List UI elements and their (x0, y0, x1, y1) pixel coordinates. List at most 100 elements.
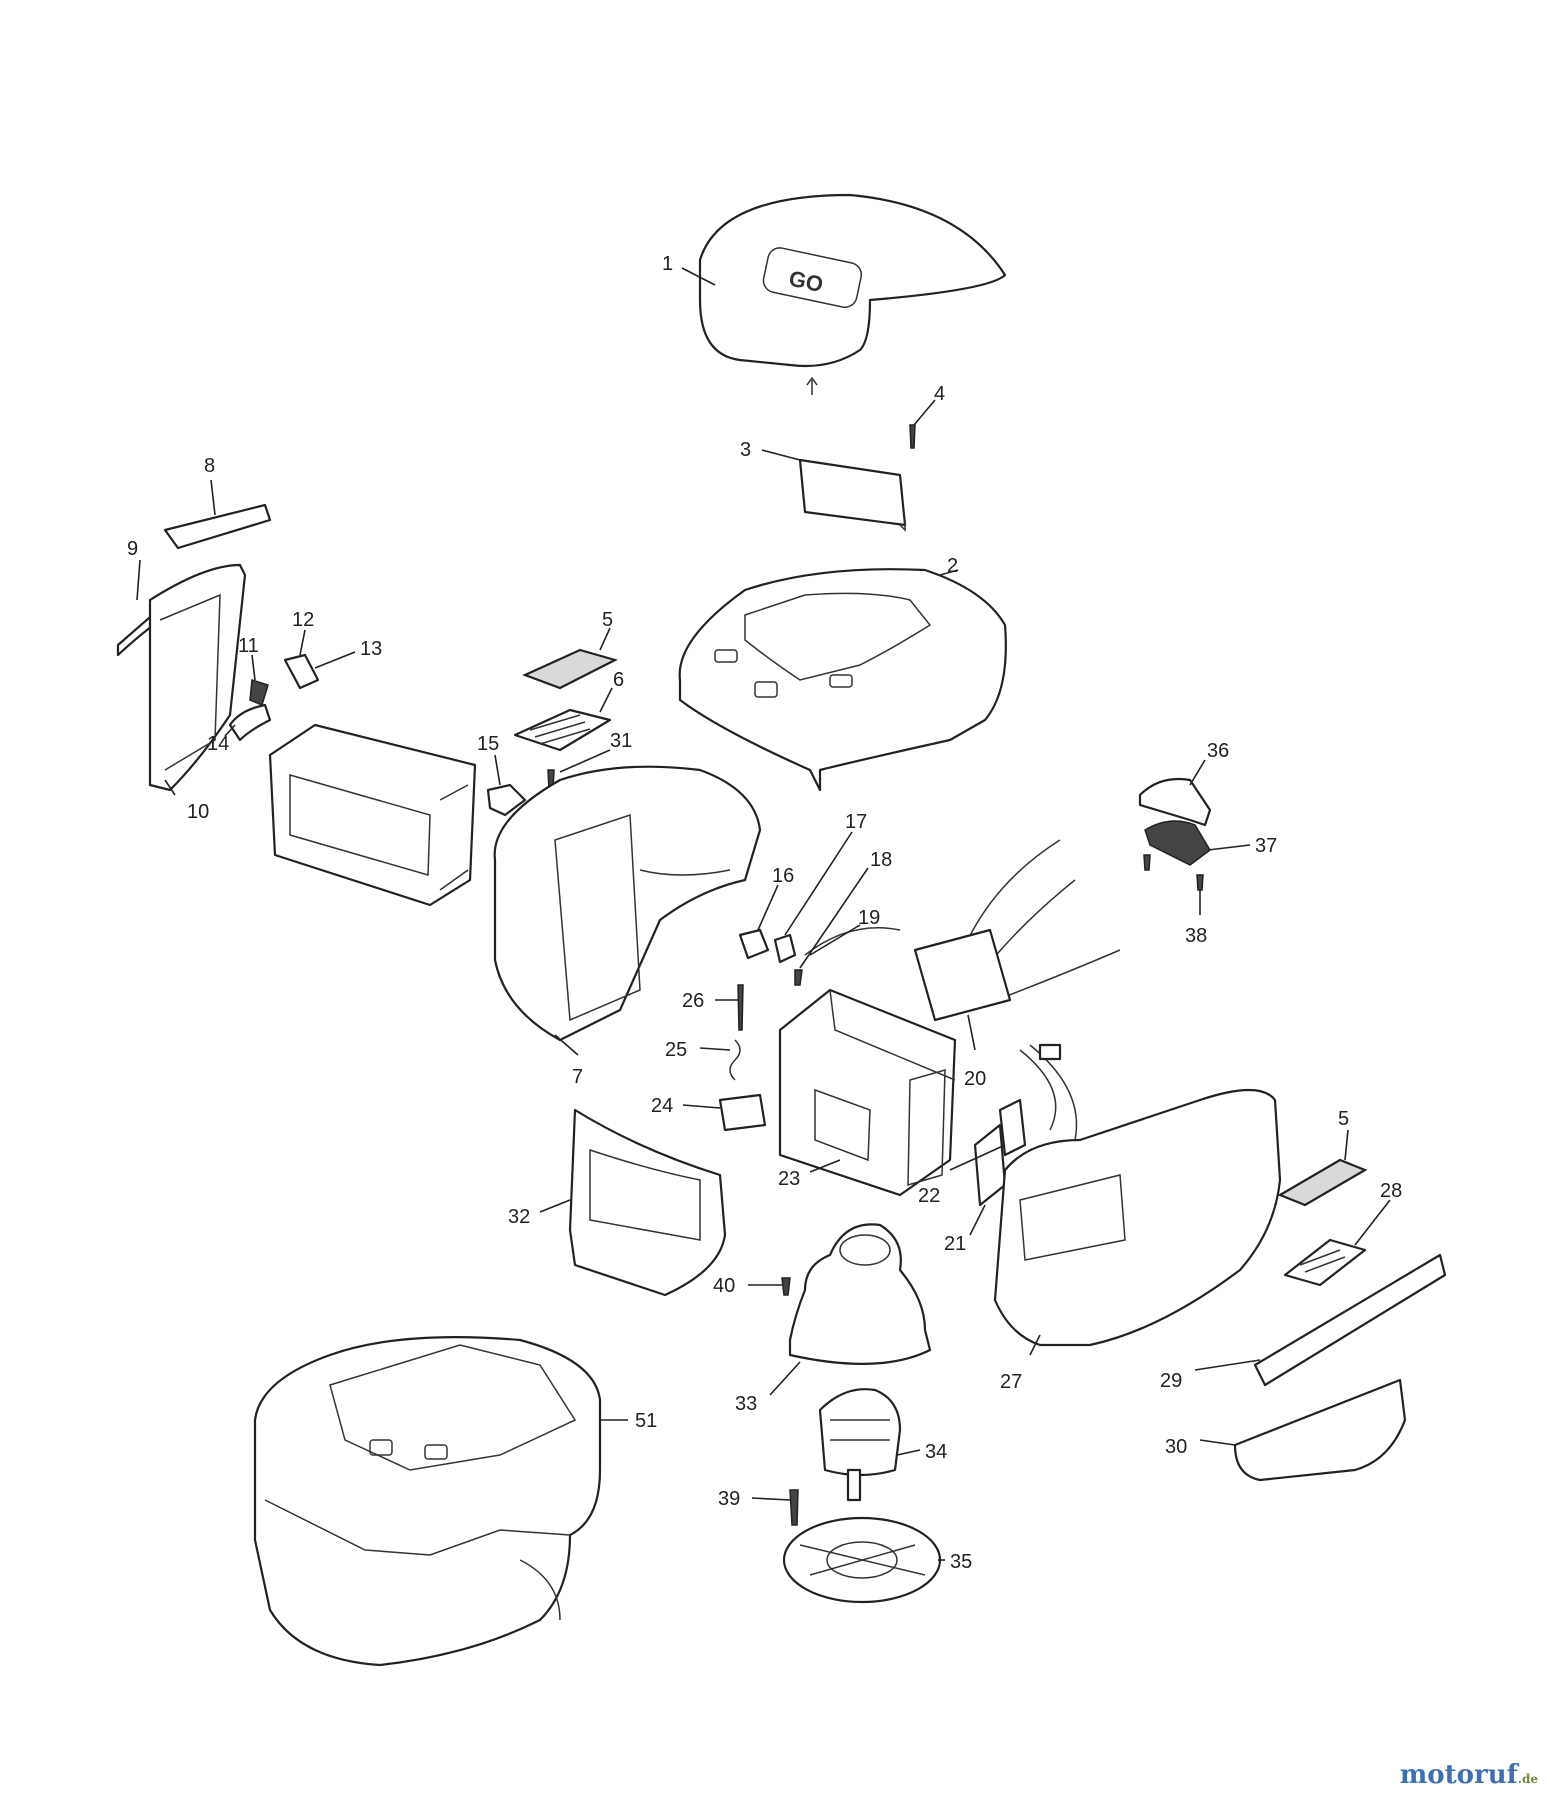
callout-36: 36 (1189, 740, 1229, 786)
callout-14: 14 (207, 724, 236, 755)
svg-text:15: 15 (477, 733, 499, 755)
svg-text:5: 5 (1338, 1108, 1349, 1130)
part-28-grid (1283, 1238, 1367, 1287)
svg-text:18: 18 (870, 849, 892, 871)
svg-text:37: 37 (1255, 835, 1277, 857)
svg-text:38: 38 (1185, 925, 1207, 947)
callout-21: 21 (944, 1204, 986, 1255)
svg-text:3: 3 (740, 439, 751, 461)
callout-5b: 5 (1338, 1108, 1349, 1161)
callout-4: 4 (913, 383, 945, 426)
part-51-assembled-unit (253, 1336, 602, 1667)
svg-text:51: 51 (635, 1410, 657, 1432)
part-21-plate (973, 1123, 1007, 1207)
callout-10: 10 (164, 779, 209, 823)
svg-text:19: 19 (858, 907, 880, 929)
svg-text:13: 13 (360, 638, 382, 660)
part-30-end-cap (1233, 1378, 1407, 1482)
part-20-harness (913, 839, 1121, 1141)
svg-text:25: 25 (665, 1039, 687, 1061)
part-24-connector (718, 1093, 767, 1132)
svg-text:11: 11 (238, 635, 259, 657)
svg-text:9: 9 (127, 538, 138, 560)
part-27-rear-housing (993, 1088, 1282, 1347)
svg-text:22: 22 (918, 1185, 940, 1207)
part-23-control-box (778, 988, 957, 1197)
svg-text:32: 32 (508, 1206, 530, 1228)
callout-1: 1 (662, 253, 716, 286)
callout-35: 35 (938, 1551, 972, 1573)
callout-31: 31 (559, 730, 632, 773)
part-39-screw (789, 1489, 799, 1526)
part-8-plate (163, 503, 272, 550)
svg-text:17: 17 (845, 811, 867, 833)
svg-text:14: 14 (207, 733, 229, 755)
callout-26: 26 (682, 990, 738, 1012)
svg-text:35: 35 (950, 1551, 972, 1573)
svg-text:2: 2 (947, 555, 958, 577)
svg-text:21: 21 (944, 1233, 966, 1255)
callout-28: 28 (1354, 1180, 1402, 1246)
svg-text:28: 28 (1380, 1180, 1402, 1202)
part-34-motor (818, 1388, 902, 1502)
callout-5: 5 (599, 609, 613, 651)
part-16-component (738, 928, 770, 960)
svg-text:10: 10 (187, 801, 209, 823)
callout-8: 8 (204, 455, 216, 516)
callout-7: 7 (554, 1034, 583, 1088)
part-1-top-cover: GO (698, 193, 1007, 395)
part-37-handle-bottom (1144, 820, 1211, 866)
callout-13: 13 (314, 638, 382, 669)
part-17-bracket (773, 933, 797, 964)
callout-23: 23 (778, 1159, 841, 1190)
part-32-front-panel (568, 1108, 727, 1297)
svg-text:5: 5 (602, 609, 613, 631)
battery-box (268, 723, 477, 907)
svg-text:4: 4 (934, 383, 945, 405)
part-10-side-cover (148, 563, 247, 792)
svg-text:39: 39 (718, 1488, 740, 1510)
callout-40: 40 (713, 1275, 782, 1297)
svg-text:8: 8 (204, 455, 215, 477)
svg-text:16: 16 (772, 865, 794, 887)
callout-2: 2 (939, 555, 959, 577)
part-29-cover-strip (1253, 1253, 1447, 1387)
watermark-logo: motoruf.de (1399, 1760, 1538, 1790)
callout-20: 20 (964, 1014, 986, 1090)
svg-text:33: 33 (735, 1393, 757, 1415)
callout-19: 19 (809, 907, 880, 956)
callout-9: 9 (127, 538, 141, 601)
part-5-filter-upper (522, 648, 618, 690)
part-5-filter-lower (1277, 1158, 1368, 1207)
callout-17: 17 (784, 811, 867, 936)
callout-15: 15 (477, 733, 501, 786)
svg-text:24: 24 (651, 1095, 673, 1117)
callout-37: 37 (1207, 835, 1277, 857)
part-2-main-housing (678, 568, 1007, 792)
svg-text:20: 20 (964, 1068, 986, 1090)
callout-27: 27 (1000, 1334, 1041, 1393)
callout-33: 33 (735, 1361, 801, 1415)
callout-6: 6 (599, 669, 624, 713)
part-25-spring (729, 1039, 741, 1081)
svg-text:12: 12 (292, 609, 314, 631)
part-40-screw (781, 1277, 791, 1296)
part-11-clip (249, 679, 269, 707)
svg-text:36: 36 (1207, 740, 1229, 762)
callout-34: 34 (896, 1441, 947, 1463)
callout-12: 12 (292, 609, 314, 656)
callout-18: 18 (799, 849, 892, 969)
svg-text:7: 7 (572, 1066, 583, 1088)
callout-25: 25 (665, 1039, 731, 1061)
callout-32: 32 (508, 1199, 571, 1228)
callout-29: 29 (1160, 1359, 1261, 1392)
callout-30: 30 (1165, 1436, 1236, 1458)
callout-16: 16 (757, 865, 794, 931)
svg-text:34: 34 (925, 1441, 947, 1463)
part-19-cable (804, 927, 901, 956)
svg-text:26: 26 (682, 990, 704, 1012)
svg-text:40: 40 (713, 1275, 735, 1297)
svg-text:29: 29 (1160, 1370, 1182, 1392)
callout-24: 24 (651, 1095, 721, 1117)
part-7-chassis (493, 765, 762, 1042)
